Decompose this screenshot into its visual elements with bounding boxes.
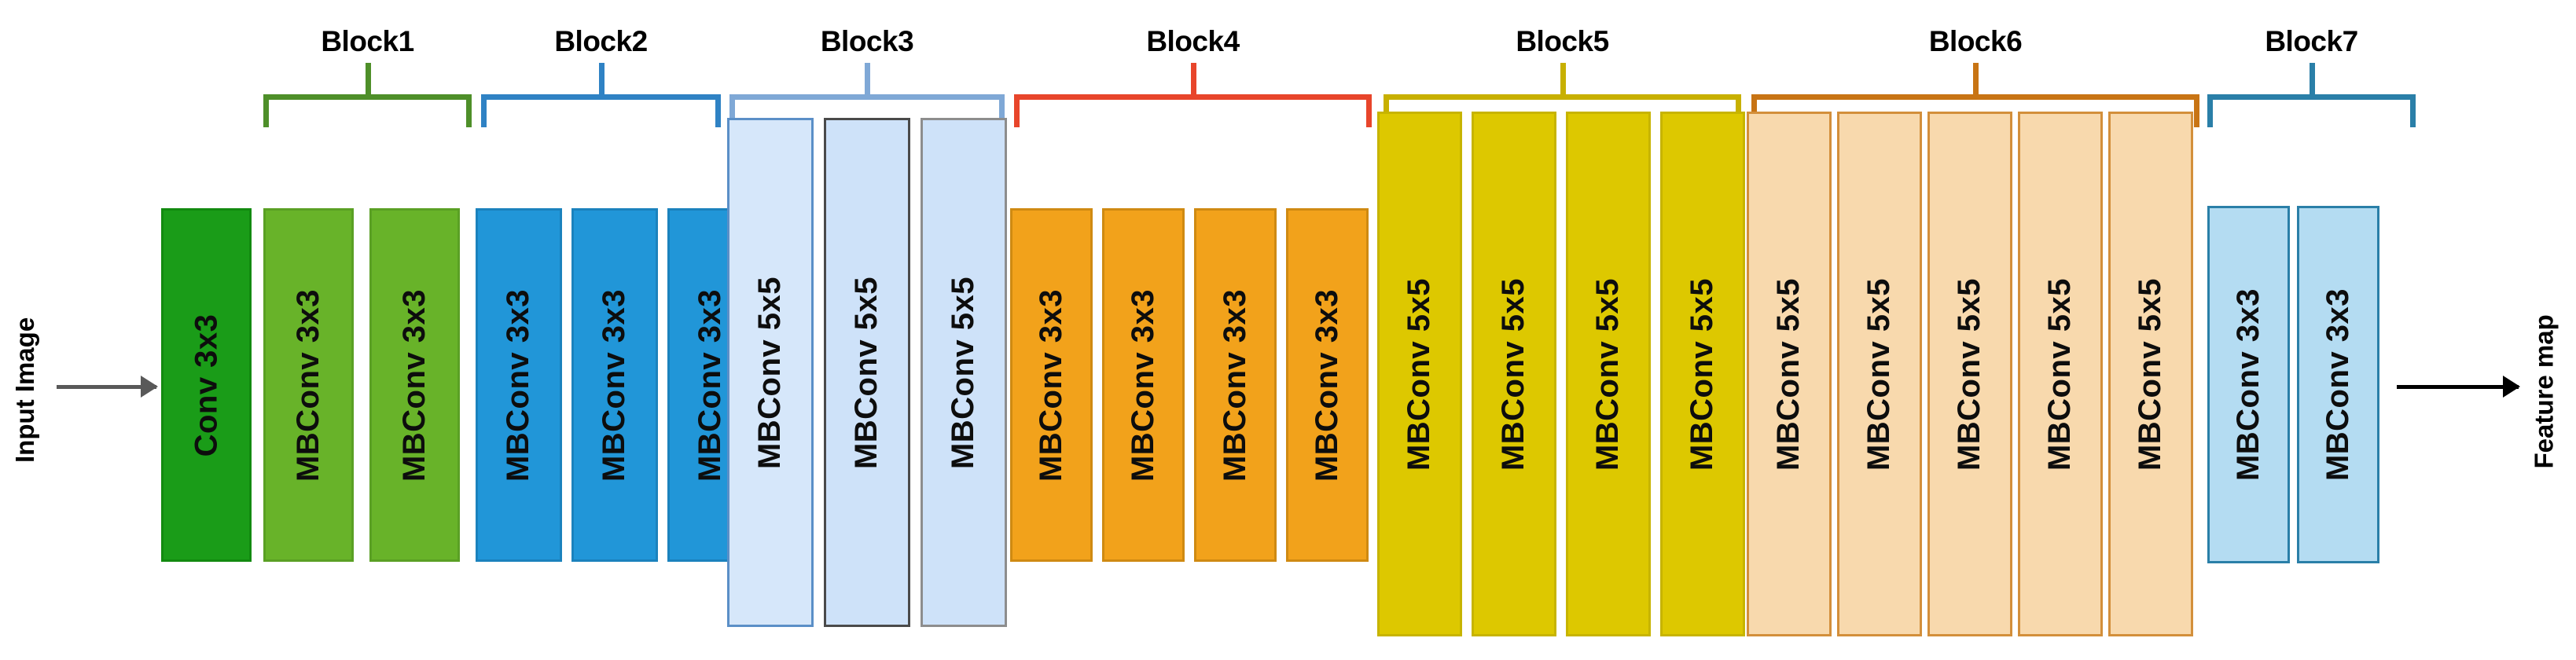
bracket-leg-l <box>1384 94 1389 127</box>
layer-bar[interactable]: MBConv 3x3 <box>2207 206 2290 563</box>
input-arrow <box>57 376 158 398</box>
bracket-leg-r <box>2194 94 2199 127</box>
layer-bar-label: MBConv 3x3 <box>597 288 632 482</box>
bracket-stem <box>2309 63 2315 96</box>
bracket-leg-r <box>715 94 721 127</box>
layer-bar-label: MBConv 3x3 <box>2231 288 2265 482</box>
bracket-horizontal <box>2207 94 2416 100</box>
layer-bar-label: MBConv 3x3 <box>1126 288 1160 482</box>
bracket-leg-r <box>1736 94 1741 127</box>
bracket-horizontal <box>481 94 721 100</box>
bracket-leg-l <box>481 94 487 127</box>
layer-bar-label: Conv 3x3 <box>189 314 224 456</box>
layer-bar[interactable]: MBConv 3x3 <box>369 208 460 562</box>
bracket-leg-l <box>1751 94 1757 127</box>
input-arrow-shaft <box>57 385 156 389</box>
layer-bar[interactable]: Conv 3x3 <box>161 208 252 562</box>
layer-bar[interactable]: MBConv 3x3 <box>1010 208 1093 562</box>
layer-bar-label: MBConv 5x5 <box>1685 277 1720 471</box>
layer-bar-label: MBConv 3x3 <box>397 288 432 482</box>
block-label-5: Block5 <box>1516 25 1609 57</box>
bracket-stem <box>598 63 604 96</box>
layer-bar-label: MBConv 5x5 <box>2042 277 2078 471</box>
layer-bar-label: MBConv 3x3 <box>291 288 325 482</box>
layer-bar-label: MBConv 5x5 <box>2133 277 2168 471</box>
layer-bar-label: MBConv 5x5 <box>849 276 884 469</box>
layer-bar[interactable]: MBConv 5x5 <box>1837 112 1922 636</box>
layer-bar-label: MBConv 5x5 <box>752 276 788 469</box>
layer-bar[interactable]: MBConv 5x5 <box>2108 112 2193 636</box>
layer-bar[interactable]: MBConv 3x3 <box>571 208 658 562</box>
layer-bar[interactable]: MBConv 3x3 <box>1102 208 1185 562</box>
bracket-horizontal <box>1751 94 2199 100</box>
bracket-leg-r <box>999 94 1005 127</box>
block-label-7: Block7 <box>2265 25 2358 57</box>
layer-bar[interactable]: MBConv 5x5 <box>1566 112 1651 636</box>
layer-bar-label: MBConv 3x3 <box>693 288 728 482</box>
layer-bar-label: MBConv 5x5 <box>1496 277 1531 471</box>
layer-bar-label: MBConv 5x5 <box>1861 277 1897 471</box>
layer-bar[interactable]: MBConv 3x3 <box>2297 206 2379 563</box>
layer-bar[interactable]: MBConv 5x5 <box>1472 112 1556 636</box>
layer-bar-label: MBConv 5x5 <box>1590 277 1626 471</box>
block-label-2: Block2 <box>554 25 648 57</box>
layer-bar-label: MBConv 5x5 <box>1402 277 1437 471</box>
layer-bar-label: MBConv 3x3 <box>2321 288 2355 482</box>
bracket-leg-r <box>2410 94 2416 127</box>
bracket-stem <box>865 63 870 96</box>
layer-bar[interactable]: MBConv 3x3 <box>1286 208 1369 562</box>
layer-bar-label: MBConv 5x5 <box>1771 277 1806 471</box>
layer-bar[interactable]: MBConv 5x5 <box>1377 112 1462 636</box>
bracket-leg-l <box>263 94 269 127</box>
bracket-horizontal <box>1014 94 1372 100</box>
input-arrow-head <box>141 376 158 398</box>
layer-bar-label: MBConv 5x5 <box>946 276 981 469</box>
bracket-horizontal <box>263 94 472 100</box>
bracket-horizontal <box>729 94 1005 100</box>
layer-bar[interactable]: MBConv 5x5 <box>921 118 1007 627</box>
layer-bar[interactable]: MBConv 3x3 <box>263 208 354 562</box>
block-label-1: Block1 <box>321 25 414 57</box>
layer-bar[interactable]: MBConv 3x3 <box>476 208 562 562</box>
bracket-leg-r <box>1366 94 1372 127</box>
bracket-leg-r <box>466 94 472 127</box>
layer-bar[interactable]: MBConv 3x3 <box>1194 208 1277 562</box>
block-label-3: Block3 <box>820 25 914 57</box>
output-arrow-shaft <box>2397 385 2519 389</box>
layer-bar[interactable]: MBConv 5x5 <box>1660 112 1745 636</box>
block-label-4: Block4 <box>1146 25 1240 57</box>
layer-bar-label: MBConv 3x3 <box>1310 288 1344 482</box>
bracket-leg-l <box>729 94 735 127</box>
layer-bar-label: MBConv 3x3 <box>501 288 536 482</box>
layer-bar[interactable]: MBConv 5x5 <box>1747 112 1832 636</box>
layer-bar[interactable]: MBConv 5x5 <box>2018 112 2103 636</box>
layer-bar[interactable]: MBConv 5x5 <box>727 118 814 627</box>
output-arrow-head <box>2503 376 2520 398</box>
layer-bar-label: MBConv 5x5 <box>1952 277 1987 471</box>
block-label-6: Block6 <box>1928 25 2023 57</box>
bracket-stem <box>1560 63 1566 96</box>
layer-bar[interactable]: MBConv 5x5 <box>824 118 910 627</box>
layer-bar[interactable]: MBConv 5x5 <box>1927 112 2012 636</box>
bracket-leg-l <box>1014 94 1020 127</box>
layer-bar-label: MBConv 3x3 <box>1034 288 1068 482</box>
bracket-leg-l <box>2207 94 2213 127</box>
bracket-stem <box>365 63 371 96</box>
input-image-label: Input Image <box>10 317 39 463</box>
output-arrow <box>2397 376 2520 398</box>
layer-bar-label: MBConv 3x3 <box>1218 288 1252 482</box>
bracket-stem <box>1973 63 1979 96</box>
bracket-stem <box>1190 63 1196 96</box>
feature-map-label: Feature map <box>2529 314 2559 469</box>
bracket-horizontal <box>1384 94 1741 100</box>
